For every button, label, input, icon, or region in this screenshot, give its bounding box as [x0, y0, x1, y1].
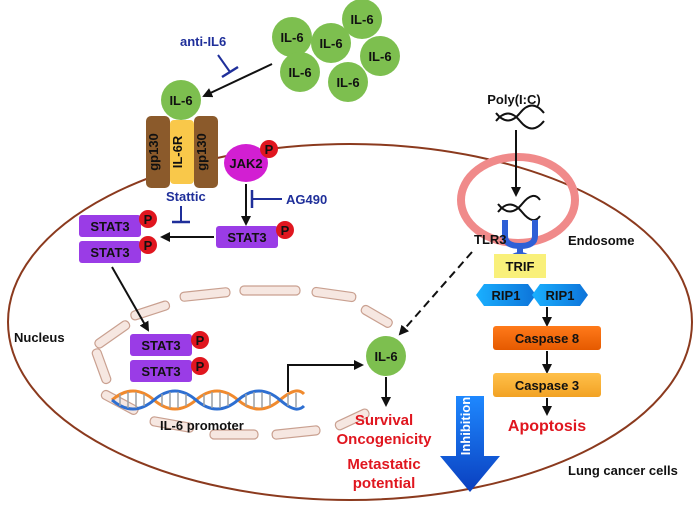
il6-cluster: IL-6 IL-6 IL-6 IL-6 IL-6 IL-6 — [272, 0, 400, 102]
il6-molecule: IL-6 — [328, 62, 368, 102]
anti-il6-inhibition-line — [217, 54, 231, 73]
svg-text:RIP1: RIP1 — [492, 288, 521, 303]
caspase8: Caspase 8 — [493, 326, 601, 350]
il6-molecule: IL-6 — [342, 0, 382, 39]
dimer-translocation-arrow — [111, 266, 149, 332]
anti-il6-inhibition-bar — [221, 65, 239, 79]
apoptosis-label: Apoptosis — [508, 418, 586, 435]
svg-text:P: P — [265, 142, 274, 157]
outcome-metastatic: Metastatic — [347, 456, 420, 473]
svg-text:gp130: gp130 — [194, 133, 209, 171]
il6-binding-arrow — [202, 63, 273, 98]
svg-text:JAK2: JAK2 — [229, 156, 262, 171]
nucleus-label: Nucleus — [14, 330, 65, 345]
gp130-left — [146, 116, 170, 188]
rip1-left: RIP1 — [476, 284, 536, 306]
ag490-label: AG490 — [286, 192, 327, 207]
svg-text:P: P — [281, 223, 290, 238]
svg-text:Inhibition: Inhibition — [458, 397, 473, 456]
endosomal-dsrna-icon — [497, 194, 541, 222]
receptor-complex: IL-6 gp130 IL-6R gp130 — [146, 80, 218, 188]
il6-molecule: IL-6 — [280, 52, 320, 92]
il6r — [170, 120, 194, 184]
il6-molecule: IL-6 — [360, 36, 400, 76]
svg-text:IL-6: IL-6 — [350, 12, 373, 27]
svg-text:Caspase 3: Caspase 3 — [515, 378, 579, 393]
stat3-monomer: STAT3 P — [216, 221, 294, 248]
anti-il6-label: anti-IL6 — [180, 34, 226, 49]
svg-text:gp130: gp130 — [146, 133, 161, 171]
svg-text:IL-6: IL-6 — [374, 349, 397, 364]
svg-text:IL-6: IL-6 — [368, 49, 391, 64]
nuclear-stat3-dimer: STAT3 P STAT3 P — [130, 331, 209, 382]
il6-molecule: IL-6 — [272, 17, 312, 57]
cell-type-label: Lung cancer cells — [568, 463, 678, 478]
trif: TRIF — [494, 252, 546, 278]
gp130-right — [194, 116, 218, 188]
outcome-oncogenicity: Oncogenicity — [336, 431, 432, 448]
svg-text:STAT3: STAT3 — [141, 364, 180, 379]
svg-text:IL-6: IL-6 — [169, 93, 192, 108]
svg-text:TRIF: TRIF — [506, 259, 535, 274]
svg-text:P: P — [196, 359, 205, 374]
svg-text:STAT3: STAT3 — [90, 245, 129, 260]
tlr3-to-il6-dashed-arrow — [398, 251, 473, 336]
cell-membrane — [7, 143, 693, 501]
endosome-label: Endosome — [568, 233, 634, 248]
bound-il6: IL-6 — [161, 80, 201, 120]
stat3-dimer: STAT3 P STAT3 P — [79, 210, 157, 263]
svg-text:P: P — [144, 238, 153, 253]
il6-promoter-label: IL-6 promoter — [160, 418, 244, 433]
svg-text:STAT3: STAT3 — [90, 219, 129, 234]
secreted-il6: IL-6 — [366, 336, 406, 376]
dna-helix — [111, 389, 306, 411]
endosome-ring — [457, 153, 579, 247]
outcome-survival: Survival — [355, 412, 413, 429]
svg-text:IL-6: IL-6 — [280, 30, 303, 45]
stattic-label: Stattic — [166, 189, 206, 204]
inhibition-arrow: Inhibition — [440, 396, 500, 492]
caspase3: Caspase 3 — [493, 373, 601, 397]
svg-text:IL-6R: IL-6R — [170, 135, 185, 168]
svg-text:Caspase 8: Caspase 8 — [515, 331, 579, 346]
tlr3-label: TLR3 — [474, 232, 507, 247]
polyic-dsrna-icon — [495, 104, 545, 130]
svg-text:STAT3: STAT3 — [141, 338, 180, 353]
rip1-right: RIP1 — [532, 284, 588, 306]
nucleus-envelope — [91, 285, 393, 440]
svg-text:P: P — [196, 333, 205, 348]
jak2-phospho — [260, 140, 278, 158]
jak2: JAK2 P — [224, 140, 278, 182]
outcome-potential: potential — [353, 475, 416, 492]
svg-text:STAT3: STAT3 — [227, 230, 266, 245]
il6-molecule: IL-6 — [311, 23, 351, 63]
svg-text:IL-6: IL-6 — [319, 36, 342, 51]
svg-text:IL-6: IL-6 — [288, 65, 311, 80]
promoter-to-il6-arrow — [287, 360, 364, 392]
svg-text:P: P — [144, 212, 153, 227]
polyic-label: Poly(I:C) — [487, 92, 540, 107]
svg-text:IL-6: IL-6 — [336, 75, 359, 90]
svg-text:RIP1: RIP1 — [546, 288, 575, 303]
